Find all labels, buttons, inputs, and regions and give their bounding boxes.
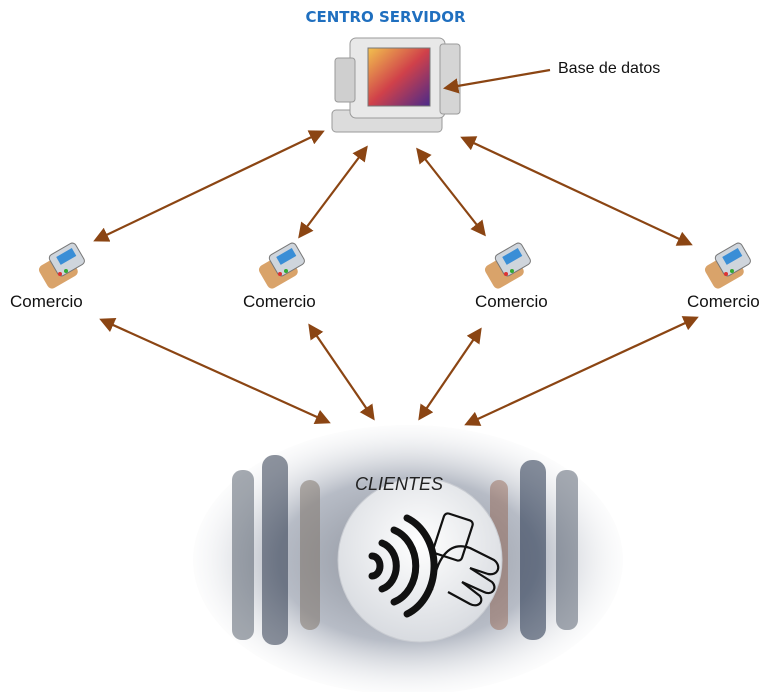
merchant-label: Comercio	[687, 292, 760, 311]
database-pointer-arrow	[442, 68, 551, 94]
merchant-label: Comercio	[243, 292, 316, 311]
server-title: CENTRO SERVIDOR	[305, 8, 466, 26]
merchant-label: Comercio	[475, 292, 548, 311]
server-merchant-arrows	[93, 130, 693, 246]
pos-terminal-icon	[258, 242, 305, 289]
pos-terminal-icon	[484, 242, 531, 289]
database-label: Base de datos	[558, 60, 661, 77]
clients-label: CLIENTES	[355, 474, 444, 494]
server-computer-icon	[331, 37, 461, 133]
merchant-client-arrows	[99, 316, 699, 426]
pos-terminal-icon	[38, 242, 85, 289]
contactless-payment-icon	[337, 477, 503, 643]
pos-terminal-icon	[704, 242, 751, 289]
merchant-label: Comercio	[10, 292, 83, 311]
